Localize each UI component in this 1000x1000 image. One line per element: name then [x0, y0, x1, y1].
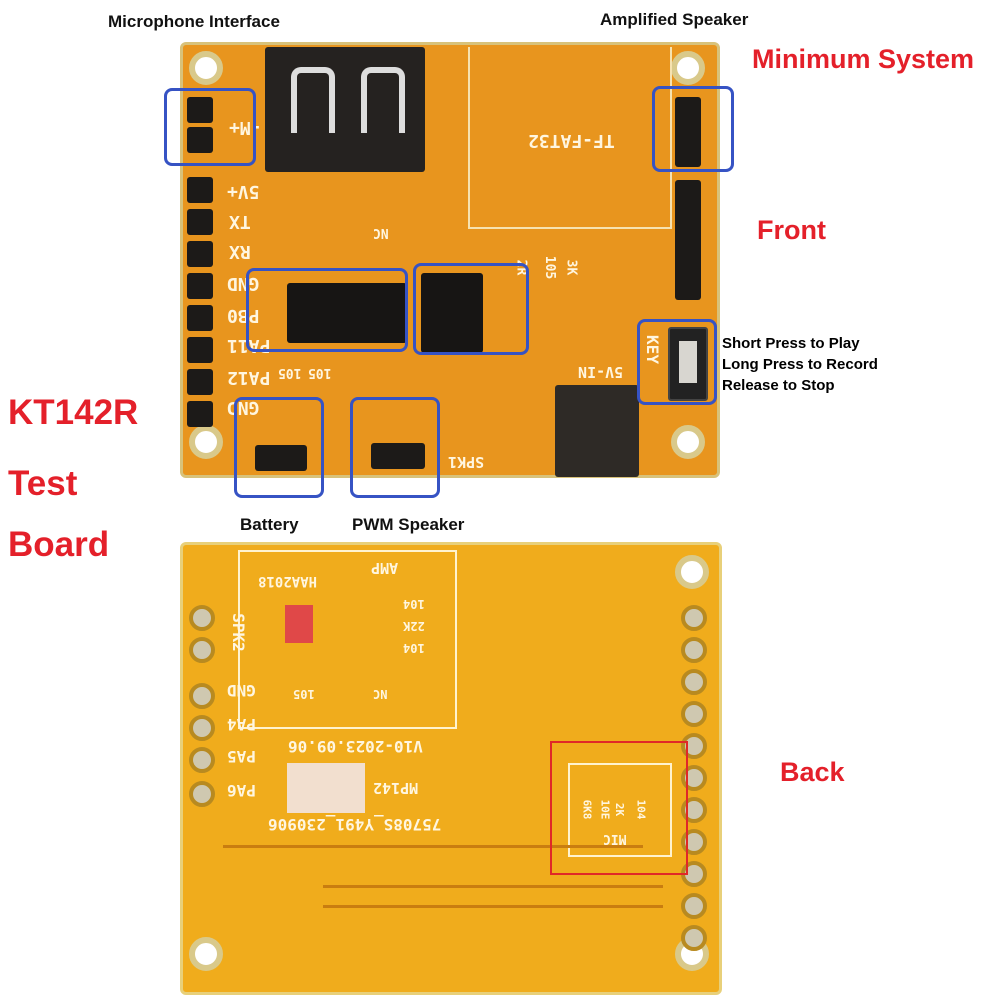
minimum-system-label: Minimum System: [752, 44, 975, 74]
amplified-speaker-label: Amplified Speaker: [600, 10, 749, 29]
silk-code: 75708S_Y491_230906: [268, 815, 442, 834]
silk-spk2: SPK2: [228, 613, 248, 652]
mic-circuit-highlight-box: [550, 741, 688, 875]
tf-card-outline: [468, 47, 672, 229]
battery-callout-box: [234, 397, 324, 498]
trace: [223, 845, 643, 848]
mount-hole: [189, 425, 223, 459]
silk-tf: TF-FAT32: [528, 130, 615, 151]
left-pin-header: [187, 97, 217, 427]
back-pads-right: [681, 605, 711, 955]
silk-104-b: 104: [403, 641, 425, 655]
mount-hole: [671, 425, 705, 459]
ic-amplifier: [421, 273, 483, 353]
mount-hole: [189, 51, 223, 85]
silk-104-a: 104: [403, 597, 425, 611]
front-label: Front: [757, 215, 826, 245]
silk-105-a: 105: [278, 365, 302, 380]
silk-mp142: MP142: [373, 779, 419, 797]
silk-pa6: PA6: [227, 781, 256, 800]
silk-105: 105: [542, 255, 558, 280]
pwm-speaker-label: PWM Speaker: [352, 515, 465, 534]
slot-spring: [291, 67, 335, 133]
silk-haa2018: HAA2018: [258, 573, 318, 589]
key-instruction-stop: Release to Stop: [722, 377, 835, 394]
silk-pin-5v: 5V+: [227, 181, 260, 202]
silk-3k: 3K: [563, 259, 579, 276]
silk-amp: AMP: [371, 559, 399, 577]
amp-outline: [238, 550, 457, 729]
pwm-speaker-callout-box: [350, 397, 440, 498]
mic-callout-box: [164, 88, 256, 166]
battery-connector: [255, 445, 307, 471]
front-pcb: TF-FAT32 -M+ 5V+ TX RX GND PB0 PA11 PA12…: [180, 42, 720, 478]
microphone-interface-label: Microphone Interface: [108, 12, 280, 31]
main-ic-callout-box: [246, 268, 408, 352]
back-pads-left: [189, 605, 219, 807]
silk-pin-tx: TX: [229, 211, 251, 232]
key-button: [668, 327, 708, 401]
key-callout-box: [637, 319, 717, 405]
silk-pa5: PA5: [227, 747, 256, 766]
speaker-connector: [675, 97, 701, 167]
usb-port: [555, 385, 639, 477]
silk-105: 105: [293, 687, 315, 701]
key-instruction-play: Short Press to Play: [722, 335, 860, 352]
silk-22k: 22K: [403, 619, 425, 633]
back-pcb: AMP HAA2018 SPK2 104 22K 104 105 NC GND …: [180, 542, 722, 995]
silk-nc: NC: [373, 687, 388, 701]
label-sticker: [287, 763, 365, 813]
key-instructions: Short Press to Play Long Press to Record…: [722, 333, 878, 396]
silk-nc: NC: [373, 225, 389, 240]
ic-kt142: [287, 283, 407, 343]
pwm-speaker-connector: [371, 443, 425, 469]
silk-version: V10-2023.09.06: [288, 737, 423, 756]
trace: [323, 885, 663, 888]
mic-area-outline: [568, 763, 672, 857]
silk-gnd: GND: [227, 681, 256, 700]
silk-pin-rx: RX: [229, 241, 251, 262]
title-line-3: Board: [8, 525, 110, 564]
right-pin-header: [675, 180, 701, 300]
key-instruction-record: Long Press to Record: [722, 356, 878, 373]
back-label: Back: [780, 757, 845, 787]
amp-ic-callout-box: [413, 263, 529, 355]
silk-spk1: SPK1: [448, 453, 485, 471]
silk-pin-pa12: PA12: [227, 367, 271, 388]
amp-chip: [285, 605, 313, 643]
mount-hole: [675, 555, 709, 589]
trace: [323, 905, 663, 908]
silk-5v-in: 5V-IN: [578, 363, 624, 381]
silk-105-b: 105: [308, 365, 332, 380]
mount-hole: [189, 937, 223, 971]
mount-hole: [671, 51, 705, 85]
slot-spring: [361, 67, 405, 133]
battery-label: Battery: [240, 515, 299, 534]
title-line-1: KT142R: [8, 393, 139, 432]
speaker-callout-box: [652, 86, 734, 172]
silk-pa4: PA4: [227, 715, 256, 734]
title-line-2: Test: [8, 464, 78, 503]
